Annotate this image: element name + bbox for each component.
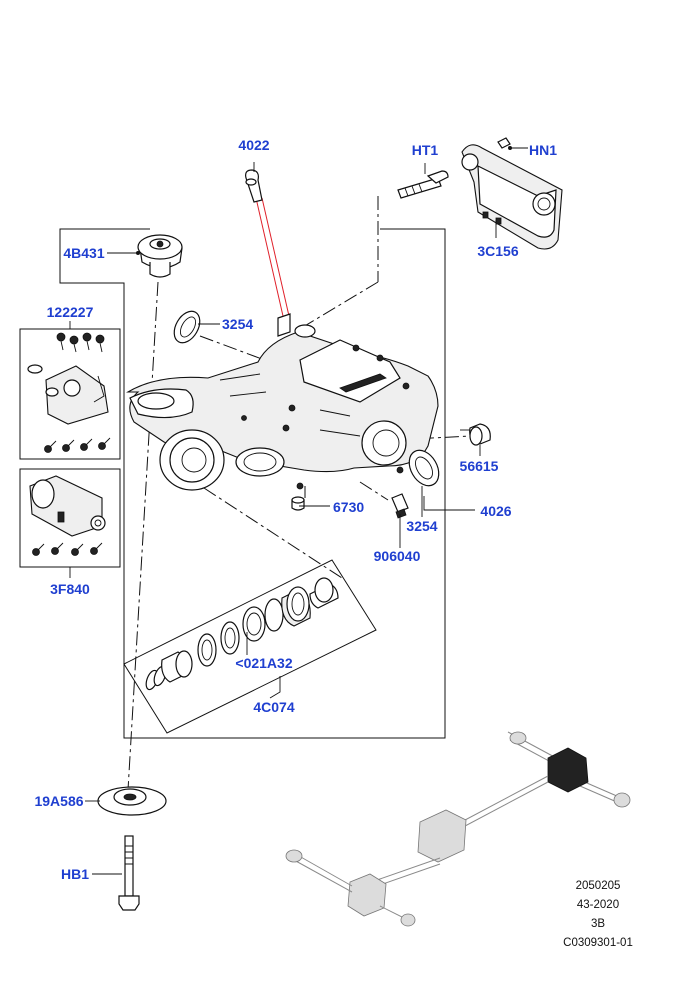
kit-122227-parts [27, 332, 111, 453]
callout-4026[interactable]: 4026 [480, 503, 511, 519]
callout-3254-upper[interactable]: 3254 [222, 316, 253, 332]
breather-4022 [245, 169, 263, 203]
callout-6730[interactable]: 6730 [333, 499, 364, 515]
differential-housing-4026 [126, 313, 439, 491]
callout-4B431[interactable]: 4B431 [63, 245, 104, 261]
bolt-set-top [56, 332, 105, 353]
bracket-3C156 [461, 137, 563, 250]
kit-4C074-parts [145, 577, 339, 691]
callout-4C074[interactable]: 4C074 [253, 699, 294, 715]
bolt-set-3F840 [32, 542, 103, 556]
mount-19A586 [97, 786, 167, 816]
mount-4B431 [137, 234, 183, 278]
callout-56615[interactable]: 56615 [460, 458, 499, 474]
plug-6730 [291, 496, 305, 511]
callout-021A32[interactable]: <021A32 [235, 655, 292, 671]
kit-3F840-parts [29, 475, 106, 556]
alignment-lines [127, 196, 471, 791]
callout-906040[interactable]: 906040 [374, 548, 421, 564]
leader-lines [69, 146, 528, 875]
bolt-HB1 [118, 835, 140, 911]
kit-4C074-frame [123, 559, 377, 734]
callout-122227[interactable]: 122227 [47, 304, 94, 320]
reference-line-1: 2050205 [576, 880, 621, 892]
reference-line-4: C0309301-01 [563, 937, 633, 949]
bolt-set-bottom [44, 437, 111, 453]
stud-HT1 [397, 170, 449, 199]
callout-3254-lower[interactable]: 3254 [406, 518, 437, 534]
bushing-56615 [469, 423, 491, 446]
reference-line-3: 3B [591, 918, 605, 930]
reference-block: 2050205 43-2020 3B C0309301-01 [563, 880, 633, 949]
sensor-906040 [391, 493, 409, 519]
seal-3254-lower [408, 449, 440, 487]
callout-HT1[interactable]: HT1 [412, 142, 439, 158]
reference-line-2: 43-2020 [577, 899, 619, 911]
assembly-frames [19, 228, 446, 739]
breather-red-lines [255, 197, 290, 317]
callout-4022[interactable]: 4022 [238, 137, 269, 153]
callout-19A586[interactable]: 19A586 [34, 793, 83, 809]
drivetrain-locator-illustration [285, 731, 631, 927]
callout-3F840[interactable]: 3F840 [50, 581, 90, 597]
callout-HN1[interactable]: HN1 [529, 142, 557, 158]
seal-3254-upper [173, 310, 201, 344]
callout-HB1[interactable]: HB1 [61, 866, 89, 882]
callout-3C156[interactable]: 3C156 [477, 243, 518, 259]
callouts: 4022 HT1 HN1 3C156 4B431 3254 122227 566… [34, 137, 557, 882]
